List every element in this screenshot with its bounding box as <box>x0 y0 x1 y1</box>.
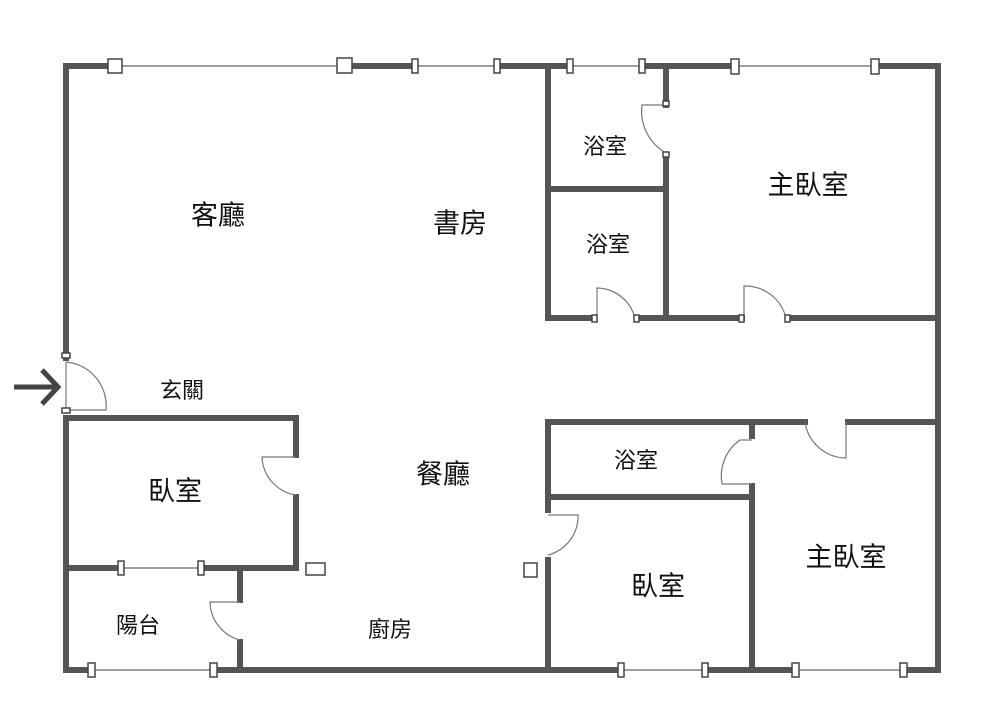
label-living-room: 客廳 <box>191 201 245 232</box>
room-labels: 客廳 書房 浴室 浴室 主臥室 玄關 臥室 餐廳 浴室 主臥室 臥室 陽台 廚房 <box>116 135 887 643</box>
label-study: 書房 <box>433 209 487 240</box>
label-balcony: 陽台 <box>116 614 160 639</box>
walls <box>63 63 941 673</box>
label-bath-1: 浴室 <box>583 135 627 160</box>
label-dining-room: 餐廳 <box>416 460 470 491</box>
label-kitchen: 廚房 <box>368 618 412 643</box>
windows <box>87 57 908 678</box>
label-bath-2: 浴室 <box>586 233 630 258</box>
columns <box>305 562 538 578</box>
entrance-arrow-icon <box>14 368 62 406</box>
doors <box>61 100 847 641</box>
label-bedroom-2: 臥室 <box>631 572 685 603</box>
label-bath-3: 浴室 <box>614 449 658 474</box>
label-master-bedroom-1: 主臥室 <box>768 171 849 202</box>
label-entrance: 玄關 <box>160 379 204 404</box>
label-bedroom-1: 臥室 <box>148 477 202 508</box>
label-master-bedroom-2: 主臥室 <box>806 543 887 574</box>
